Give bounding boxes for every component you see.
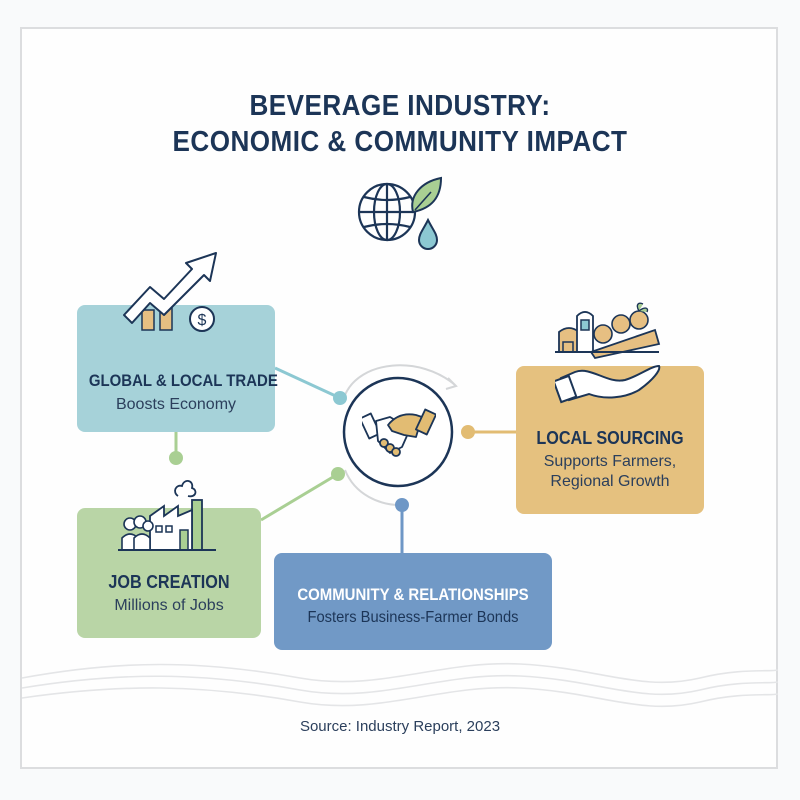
- page-title: BEVERAGE INDUSTRY: ECONOMIC & COMMUNITY …: [40, 88, 760, 160]
- title-line-1: BEVERAGE INDUSTRY:: [249, 90, 551, 122]
- community-card: COMMUNITY & RELATIONSHIPS Fosters Busine…: [274, 553, 552, 650]
- jobs-card-subtitle: Millions of Jobs: [114, 597, 224, 614]
- jobs-connector-dot: [331, 467, 345, 481]
- cycle-arrow-head: [445, 377, 458, 390]
- decorative-waves: [21, 662, 779, 708]
- trade-connector-dot: [333, 391, 347, 405]
- community-connector-dot: [395, 498, 409, 512]
- community-card-title: COMMUNITY & RELATIONSHIPS: [297, 585, 529, 604]
- trade-card: GLOBAL & LOCAL TRADE Boosts Economy: [77, 305, 278, 432]
- jobs-card-title: JOB CREATION: [108, 572, 230, 592]
- farm-produce-hand-icon: [555, 302, 661, 404]
- title-line-2: ECONOMIC & COMMUNITY IMPACT: [172, 126, 628, 158]
- trending-up-dollar-chart-icon: $: [123, 252, 217, 332]
- community-card-subtitle: Fosters Business-Farmer Bonds: [307, 609, 519, 626]
- svg-text:$: $: [198, 312, 207, 329]
- cycle-arc-bottom: [344, 469, 401, 506]
- source-caption: Source: Industry Report, 2023: [299, 718, 501, 735]
- trade-card-subtitle: Boosts Economy: [115, 396, 237, 413]
- handshake-icon: [362, 408, 436, 457]
- jobs-connector-dot-top: [169, 451, 183, 465]
- factory-workers-icon: [118, 480, 216, 551]
- globe-leaf-water-drop-icon: [357, 176, 443, 250]
- trade-card-title: GLOBAL & LOCAL TRADE: [88, 371, 278, 390]
- local-connector-dot: [461, 425, 475, 439]
- cycle-arc-top: [344, 364, 456, 396]
- local-card-subtitle-line2: Regional Growth: [550, 473, 670, 490]
- local-card-subtitle-line1: Supports Farmers,: [543, 453, 677, 470]
- local-card-title: LOCAL SOURCING: [536, 428, 684, 448]
